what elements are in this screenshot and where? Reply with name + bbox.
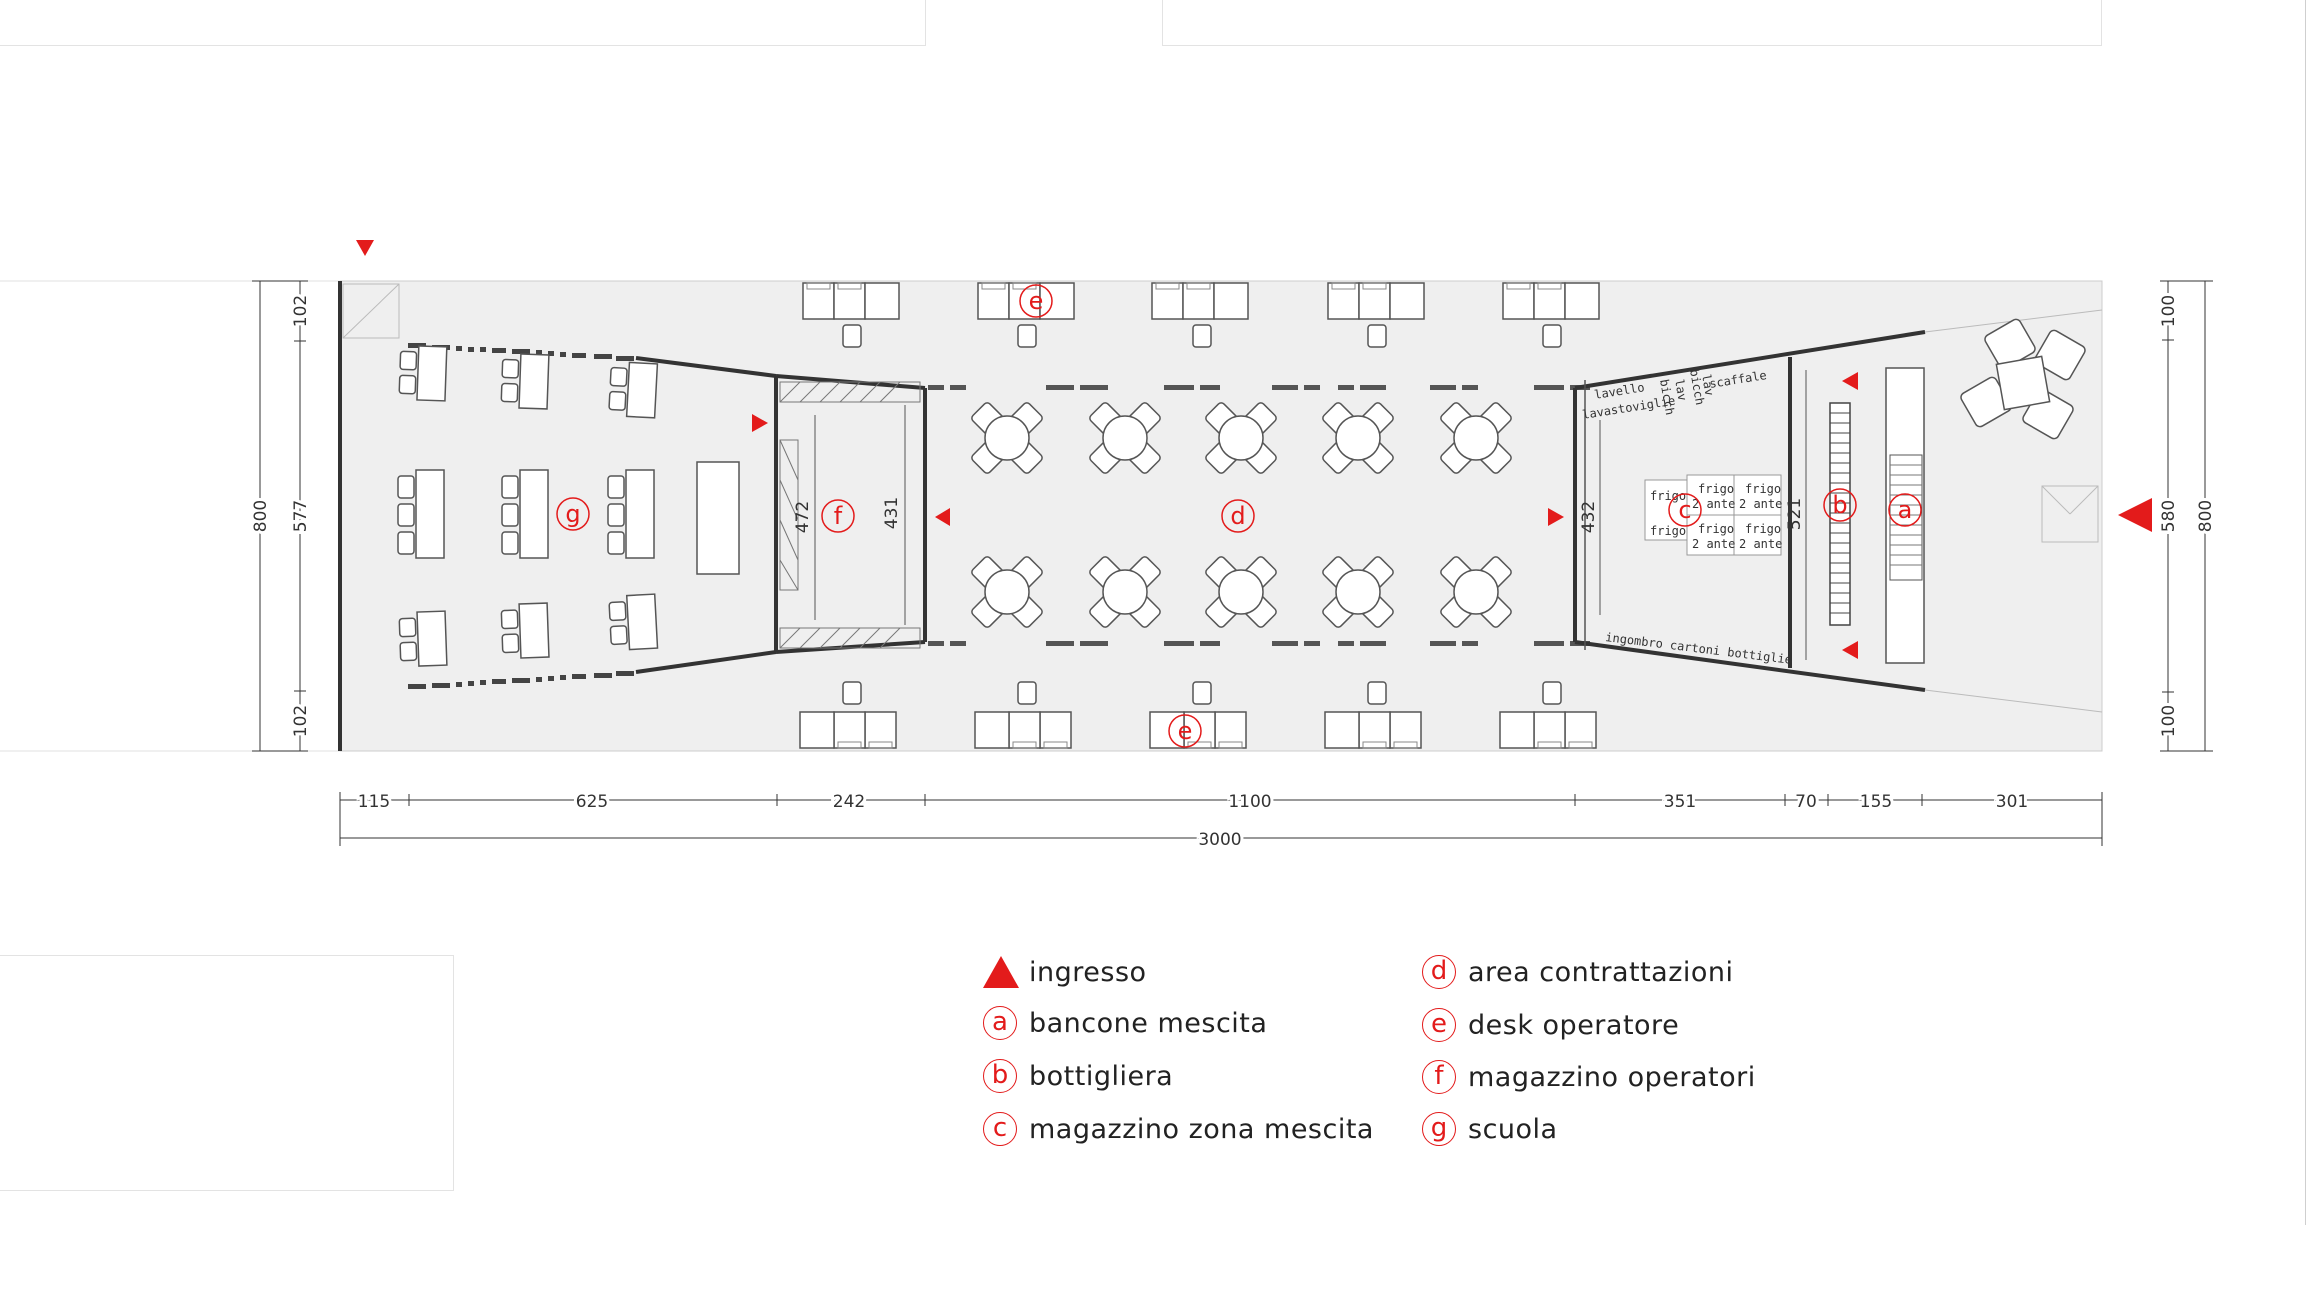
note-frigo-2ante-3: frigo: [1698, 522, 1734, 536]
note-ante-1: 2 ante: [1692, 497, 1735, 511]
dim-right-top: 100: [2159, 295, 2179, 327]
note-frigo-2ante-1: frigo: [1698, 482, 1734, 496]
note-lav: lav: [1672, 378, 1690, 402]
legend-item-b: b bottigliera: [983, 1054, 1173, 1098]
legend-label: magazzino zona mescita: [1029, 1113, 1374, 1145]
note-ante-3: 2 ante: [1692, 537, 1735, 551]
note-bicch: bicch: [1657, 378, 1677, 416]
legend-label: bancone mescita: [1029, 1007, 1268, 1039]
dim-left-top: 102: [291, 295, 311, 327]
dim-bottom-351: 351: [1664, 792, 1696, 812]
dim-left-bottom: 102: [291, 705, 311, 737]
zone-label-a: a: [1898, 496, 1913, 524]
bottle-rack: [1829, 402, 1851, 626]
legend-item-e: e desk operatore: [1422, 1003, 1679, 1047]
dim-bottom-301: 301: [1996, 792, 2028, 812]
zone-label-f: f: [834, 502, 843, 530]
sheet-edge-line: [2305, 0, 2306, 1225]
note-ante-2: 2 ante: [1739, 497, 1782, 511]
note-frigo: frigo: [1650, 489, 1686, 503]
legend-item-ingresso: ingresso: [983, 950, 1147, 994]
zone-label-g: g: [565, 500, 580, 528]
school-room: [635, 356, 927, 674]
legend-symbol: d: [1422, 955, 1456, 989]
legend-symbol: e: [1422, 1008, 1456, 1042]
bottom-dimension-chain: [339, 792, 2103, 846]
zone-label-e-bottom: e: [1178, 717, 1193, 745]
dim-right-bottom: 100: [2159, 705, 2179, 737]
dim-right-total: 800: [2196, 500, 2216, 532]
frame-top-right: [1162, 0, 2102, 46]
legend-symbol: c: [983, 1112, 1017, 1146]
zone-label-e-top: e: [1029, 287, 1044, 315]
dim-bottom-242: 242: [833, 792, 865, 812]
dim-bottom-1100: 1100: [1228, 792, 1271, 812]
legend-item-g: g scuola: [1422, 1107, 1558, 1151]
frame-top-left: [0, 0, 926, 46]
dim-inner-432: 432: [1579, 501, 1599, 533]
note-frigo-2ante-4: frigo: [1745, 522, 1781, 536]
dim-inner-431: 431: [882, 497, 902, 529]
legend-label: area contrattazioni: [1468, 956, 1734, 988]
magazzino-operatori: [779, 381, 921, 649]
note-frigo-b: frigo: [1650, 524, 1686, 538]
dim-inner-472: 472: [793, 501, 813, 533]
dim-left-mid: 577: [291, 500, 311, 532]
zone-label-b: b: [1832, 491, 1847, 519]
note-ante-4: 2 ante: [1739, 537, 1782, 551]
school-desks: [397, 344, 740, 668]
legend-label: scuola: [1468, 1113, 1558, 1145]
fridge-storage: [1644, 474, 1782, 556]
dim-bottom-70: 70: [1795, 792, 1817, 812]
note-bicch-2: bicch: [1687, 368, 1707, 406]
legend-label: desk operatore: [1468, 1009, 1680, 1041]
zone-label-d: d: [1230, 502, 1245, 530]
legend-item-a: a bancone mescita: [983, 1001, 1267, 1045]
legend-label: magazzino operatori: [1468, 1061, 1756, 1093]
entrance-triangle-icon: [983, 956, 1019, 988]
dim-right-mid: 580: [2159, 500, 2179, 532]
legend-symbol: g: [1422, 1112, 1456, 1146]
dim-left-total: 800: [251, 500, 271, 532]
note-frigo-2ante-2: frigo: [1745, 482, 1781, 496]
legend-item-d: d area contrattazioni: [1422, 950, 1734, 994]
bar-zone: [1573, 330, 1926, 692]
legend-item-c: c magazzino zona mescita: [983, 1107, 1374, 1151]
legend-item-f: f magazzino operatori: [1422, 1055, 1756, 1099]
dim-bottom-115: 115: [358, 792, 390, 812]
zone-label-c: c: [1678, 496, 1691, 524]
legend-label: bottigliera: [1029, 1060, 1174, 1092]
entrance-markers: [356, 240, 2152, 659]
dim-inner-521: 521: [1785, 498, 1805, 530]
dim-bottom-total: 3000: [1198, 830, 1241, 850]
operator-desks-top: [802, 282, 1600, 348]
legend-symbol: a: [983, 1006, 1017, 1040]
frame-bottom-left: [0, 955, 454, 1191]
operator-desks-bottom: [799, 681, 1597, 749]
legend-symbol: f: [1422, 1060, 1456, 1094]
lounge-seating: [1960, 318, 2086, 440]
dim-bottom-155: 155: [1860, 792, 1892, 812]
legend-label: ingresso: [1029, 956, 1147, 988]
dim-bottom-625: 625: [576, 792, 608, 812]
legend-symbol: b: [983, 1059, 1017, 1093]
note-lav-2: lav: [1699, 373, 1717, 397]
